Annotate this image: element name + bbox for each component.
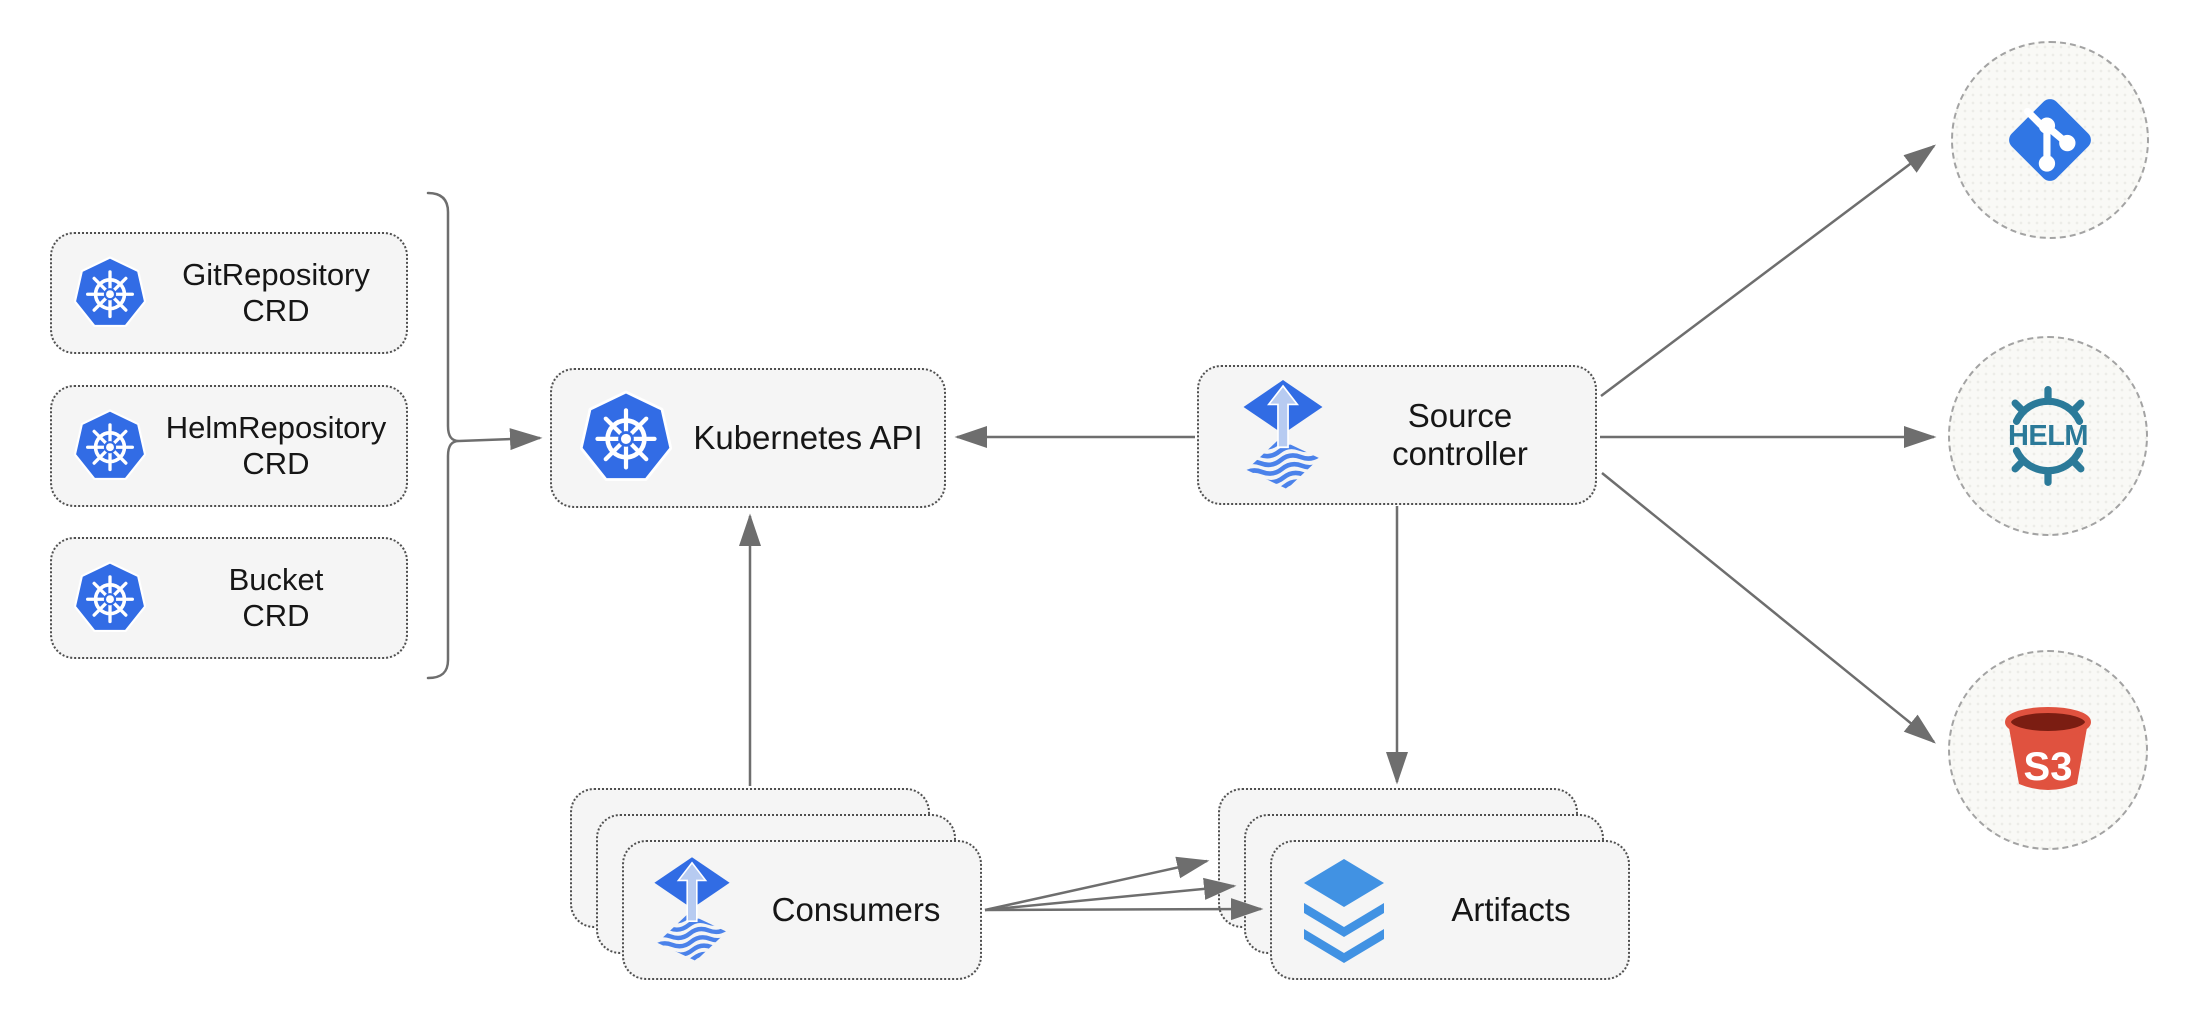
consumers-label: Consumers — [771, 890, 941, 928]
gitrepository-crd-node: GitRepository CRD — [50, 232, 408, 354]
source-controller-line1: Source — [1407, 396, 1513, 434]
kubernetes-icon — [580, 390, 672, 486]
bucket-crd-label: Bucket CRD — [146, 562, 406, 634]
s3-logo-text: S3 — [2024, 745, 2073, 789]
source-controller-line2: controller — [1392, 435, 1528, 472]
kubernetes-icon — [74, 409, 146, 484]
artifacts-label: Artifacts — [1451, 890, 1571, 928]
crd-group-bracket — [426, 191, 460, 680]
arrow-crds-to-kubernetes-api — [458, 428, 543, 451]
helmrepository-crd-label: HelmRepository CRD — [146, 410, 406, 482]
artifacts-node: Artifacts — [1270, 840, 1630, 980]
helmrepository-crd-node: HelmRepository CRD — [50, 385, 408, 507]
source-controller-node: Source controller — [1197, 365, 1597, 505]
consumers-node: Consumers — [622, 840, 982, 980]
helm-source-circle: HELM — [1948, 336, 2148, 536]
s3-source-circle: S3 — [1948, 650, 2148, 850]
source-controller-label: Source controller — [1325, 397, 1595, 474]
kubernetes-api-label: Kubernetes API — [693, 418, 923, 456]
crd-label-line1: GitRepository — [182, 257, 370, 293]
helm-logo-text: HELM — [2008, 420, 2088, 452]
git-source-circle — [1951, 41, 2149, 239]
kubernetes-api-node: Kubernetes API — [550, 368, 946, 508]
crd-label-line2: CRD — [242, 598, 310, 633]
crd-label-line1: HelmRepository — [165, 410, 387, 446]
arrow-source-controller-to-git — [1600, 144, 1936, 397]
arrow-source-controller-to-s3 — [1601, 472, 1936, 744]
gitrepository-crd-label: GitRepository CRD — [146, 257, 406, 329]
flux-icon — [652, 857, 732, 963]
helm-icon: HELM — [2008, 386, 2089, 486]
arrow-consumers-to-artifacts-1 — [984, 856, 1210, 912]
flux-icon — [1241, 380, 1325, 491]
s3-bucket-icon: S3 — [2005, 707, 2091, 790]
kubernetes-icon — [74, 561, 146, 636]
kubernetes-icon — [74, 256, 146, 331]
crd-label-line2: CRD — [242, 293, 310, 328]
crd-label-line2: CRD — [242, 446, 310, 481]
crd-label-line1: Bucket — [228, 562, 324, 598]
layers-icon — [1304, 859, 1384, 963]
bucket-crd-node: Bucket CRD — [50, 537, 408, 659]
arrow-consumers-to-artifacts-2 — [984, 877, 1237, 912]
git-icon — [2009, 99, 2091, 181]
